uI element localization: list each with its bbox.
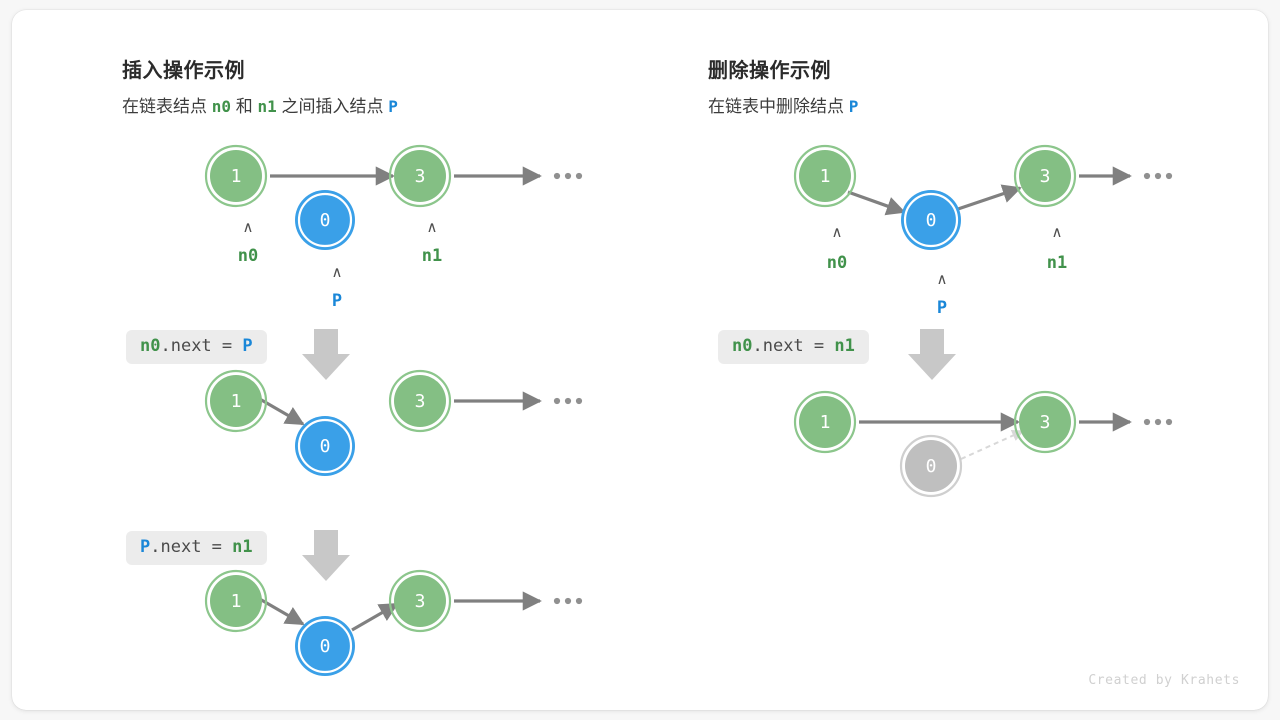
caret-icon-p: ∧ [936,270,948,288]
node-3: 3 [1013,144,1077,208]
svg-text:1: 1 [820,412,831,433]
delete-step1-code: n0.next = n1 [718,330,869,364]
node-label-p: P [331,291,343,311]
subtitle-token-p: P [388,97,398,116]
delete-panel-title: 删除操作示例 [708,60,831,82]
svg-text:1: 1 [231,166,242,187]
caret-icon-n0: ∧ [242,218,254,236]
code-token-p: P [242,336,253,356]
delete-panel-subtitle: 在链表中删除结点 P [708,92,858,117]
insert-step2-edges [257,591,542,632]
node-0: 0 [295,616,355,676]
node-1: 1 [793,144,857,208]
code-token-n1: n1 [232,537,253,557]
node-label-p: P [936,298,948,318]
code-token-next: .next = [752,336,835,356]
code-token-n0: n0 [140,336,161,356]
credit-text: Created by Krahets [1088,673,1240,688]
caret-icon-p: ∧ [331,263,343,281]
code-token-n0: n0 [732,336,753,356]
ellipsis-icon [1143,172,1173,180]
node-1: 1 [793,390,857,454]
node-3: 3 [1013,390,1077,454]
node-3: 3 [388,569,452,633]
svg-text:0: 0 [926,456,937,477]
subtitle-token-p: P [848,97,859,116]
caret-icon-n1: ∧ [1051,223,1063,241]
insert-step2-code: P.next = n1 [126,531,267,565]
code-token-next: .next = [150,537,233,557]
diagram-card: 插入操作示例 在链表结点 n0 和 n1 之间插入结点 P 删除操作示例 在链表… [12,10,1268,710]
flow-arrow-down-icon [302,530,350,581]
svg-text:3: 3 [1040,166,1051,187]
delete-step0-edges [847,166,1132,216]
svg-text:3: 3 [415,166,426,187]
node-label-n0: n0 [237,246,259,266]
ellipsis-icon [553,597,583,605]
subtitle-token-n0: n0 [211,97,231,116]
node-1: 1 [204,144,268,208]
code-token-n1: n1 [834,336,855,356]
node-3: 3 [388,144,452,208]
caret-icon-n1: ∧ [426,218,438,236]
insert-panel-title: 插入操作示例 [122,60,245,82]
subtitle-text-1: 在链表中删除结点 [708,97,844,116]
node-3: 3 [388,369,452,433]
svg-text:0: 0 [926,210,937,231]
insert-panel-subtitle: 在链表结点 n0 和 n1 之间插入结点 P [122,92,398,117]
svg-text:1: 1 [820,166,831,187]
subtitle-token-n1: n1 [257,97,277,116]
svg-text:3: 3 [1040,412,1051,433]
ellipsis-icon [553,397,583,405]
node-1: 1 [204,569,268,633]
node-0: 0 [295,190,355,250]
caret-icon-n0: ∧ [831,223,843,241]
node-0: 0 [901,190,961,250]
ellipsis-icon [1143,418,1173,426]
subtitle-text-2: 和 [235,97,253,116]
node-label-n0: n0 [826,253,848,273]
svg-text:1: 1 [231,391,242,412]
node-0-deleted: 0 [899,434,963,498]
svg-text:3: 3 [415,591,426,612]
insert-step1-code: n0.next = P [126,330,267,364]
subtitle-text-3: 之间插入结点 [281,97,384,116]
node-0: 0 [295,416,355,476]
flow-arrow-down-icon [908,329,956,380]
svg-text:0: 0 [320,636,331,657]
subtitle-text-1: 在链表结点 [122,97,207,116]
delete-step1-edges [859,412,1132,460]
svg-text:1: 1 [231,591,242,612]
node-1: 1 [204,369,268,433]
insert-step1-edges [257,391,542,426]
svg-text:3: 3 [415,391,426,412]
code-token-p: P [140,537,151,557]
code-token-next: .next = [160,336,243,356]
ellipsis-icon [553,172,583,180]
svg-text:0: 0 [320,210,331,231]
node-label-n1: n1 [1046,253,1068,273]
node-label-n1: n1 [421,246,443,266]
flow-arrow-down-icon [302,329,350,380]
svg-text:0: 0 [320,436,331,457]
